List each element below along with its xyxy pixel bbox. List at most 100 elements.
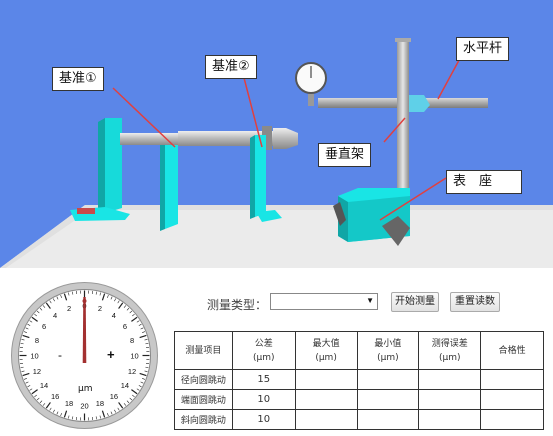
dial-tick — [72, 416, 74, 420]
dial-tick — [39, 307, 43, 311]
dial-tick — [49, 407, 52, 411]
cell-min — [356, 389, 420, 410]
cell-pass — [480, 409, 544, 430]
dial-number: 16 — [110, 392, 118, 401]
cell-min — [356, 369, 420, 390]
vertical-pole[interactable] — [395, 38, 411, 230]
dial-tick — [126, 307, 130, 311]
header-pass: 合格性 — [480, 331, 544, 370]
table-row: 径向圆跳动 15 — [174, 369, 544, 390]
fixture-ref2[interactable] — [250, 135, 282, 222]
dial-tick — [107, 294, 109, 298]
dial-tick — [25, 381, 29, 384]
dial-tick — [132, 313, 135, 317]
dial-tick — [138, 385, 142, 388]
dial-tick — [56, 411, 59, 415]
dial-tick — [31, 389, 38, 395]
dial-number: 6 — [123, 322, 127, 331]
dial-tick — [144, 339, 148, 341]
dial-tick — [118, 302, 124, 309]
cell-min — [356, 409, 420, 430]
dial-numbers: 0246810121416182018161412108642 — [30, 302, 138, 411]
dial-tick — [60, 294, 62, 298]
dial-tick — [21, 339, 25, 341]
dial-tick — [39, 400, 43, 404]
table-header-row: 测量项目 公差(μm) 最大值(μm) 最小值(μm) 测得误差(μm) 合格性 — [174, 331, 544, 370]
start-measure-button[interactable]: 开始测量 — [391, 292, 439, 312]
dial-tick — [56, 296, 59, 300]
dial-tick — [144, 370, 148, 372]
dial-tick — [110, 411, 113, 415]
dial-tick — [142, 378, 146, 380]
cell-item: 端面圆跳动 — [174, 389, 233, 410]
dial-tick — [107, 413, 109, 417]
dial-tick — [72, 291, 74, 295]
dial-tick — [42, 305, 46, 308]
dial-tick — [136, 388, 140, 391]
fixture-ref1[interactable] — [70, 118, 178, 231]
cell-error — [418, 369, 482, 390]
header-error: 测得误差(μm) — [418, 331, 482, 370]
dial-number: 12 — [33, 367, 41, 376]
dial-tick — [99, 415, 101, 419]
dial-tick — [49, 300, 52, 304]
dial-tick — [145, 366, 149, 368]
cell-pass — [480, 389, 544, 410]
dial-tick — [140, 381, 144, 384]
dropdown-arrow-icon: ▼ — [366, 296, 374, 305]
dial-tick — [142, 331, 146, 333]
dial-tick — [123, 403, 127, 406]
cell-item: 径向圆跳动 — [174, 369, 233, 390]
dial-tick — [36, 310, 40, 314]
dial-number: 12 — [128, 367, 136, 376]
cell-item: 斜向圆跳动 — [174, 409, 233, 430]
reset-reading-button[interactable]: 重置读数 — [450, 292, 500, 312]
callout-ref1: 基准① — [52, 67, 104, 91]
dial-plus: + — [107, 347, 115, 362]
dial-minus: - — [58, 348, 62, 362]
cell-error — [418, 409, 482, 430]
dial-unit: μm — [78, 384, 93, 394]
dial-tick — [21, 370, 25, 372]
dial-ticks — [19, 290, 150, 421]
workpiece-shaft[interactable] — [120, 126, 298, 150]
dial-tick — [52, 409, 55, 413]
header-min: 最小值(μm) — [356, 331, 420, 370]
dial-tick — [25, 327, 29, 330]
dial-tick — [68, 292, 70, 296]
dial-tick — [63, 410, 68, 418]
dial-tick — [31, 316, 38, 322]
table-row: 端面圆跳动 10 — [174, 389, 544, 410]
dial-gauge: 0246810121416182018161412108642 - + μm — [11, 282, 158, 429]
dial-tick — [27, 323, 31, 326]
cell-tolerance: 10 — [231, 409, 296, 430]
dial-tick — [36, 397, 40, 401]
callout-horizontal-rod: 水平杆 — [456, 37, 510, 61]
dial-tick — [138, 323, 142, 326]
dial-tick — [118, 402, 124, 409]
dial-tick — [145, 343, 149, 345]
dial-number: 20 — [80, 402, 88, 411]
dial-needle — [82, 297, 87, 363]
dial-number: 14 — [121, 381, 129, 390]
dial-number: 4 — [53, 311, 57, 320]
dial-tick — [29, 388, 33, 391]
dial-number: 8 — [35, 336, 39, 345]
dial-tick — [20, 366, 24, 368]
measure-type-select[interactable]: ▼ — [270, 293, 378, 310]
dial-tick — [136, 320, 140, 323]
measure-type-label: 测量类型： — [207, 298, 268, 312]
header-item: 测量项目 — [174, 331, 233, 370]
dial-number: 4 — [112, 311, 116, 320]
dial-tick — [131, 316, 138, 322]
dial-number: 14 — [40, 381, 48, 390]
cell-max — [294, 389, 358, 410]
dial-tick — [23, 331, 27, 333]
dial-tick — [95, 291, 97, 295]
dial-tick — [117, 407, 120, 411]
dial-indicator[interactable] — [295, 62, 327, 106]
dial-tick — [22, 334, 30, 339]
gauge-base-block[interactable] — [333, 188, 410, 246]
dial-tick — [139, 334, 147, 339]
cell-max — [294, 409, 358, 430]
